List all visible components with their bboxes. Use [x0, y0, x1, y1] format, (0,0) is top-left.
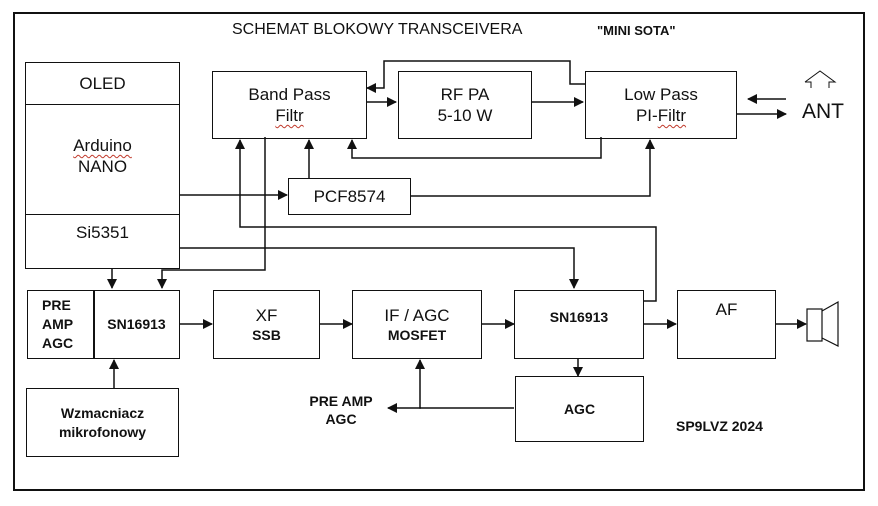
- agc-label: AGC: [42, 335, 74, 351]
- low-pass-label: Low Pass: [624, 85, 698, 104]
- block-mic-amp: Wzmacniacz mikrofonowy: [26, 388, 179, 457]
- pcf8574-label: PCF8574: [313, 187, 386, 206]
- xf-label: XF: [255, 305, 278, 325]
- wire-si5351-to-sn16913-rx: [180, 247, 579, 289]
- sn16913-rx-label: SN16913: [549, 309, 609, 325]
- pre-label: PRE: [42, 297, 71, 313]
- mosfet-label: MOSFET: [387, 326, 447, 343]
- oled-label: OLED: [79, 74, 126, 93]
- block-xf-ssb: XF SSB: [213, 290, 320, 359]
- antenna-label: ANT: [802, 100, 844, 123]
- wire-agc-to-if: [415, 359, 514, 409]
- mic-amp-line1: Wzmacniacz: [60, 404, 145, 421]
- filtr-word: Filtr: [657, 106, 687, 125]
- wire-pcf8574-to-lowpass: [410, 139, 655, 197]
- wire-bandpass-to-sn16913-tx: [157, 137, 266, 289]
- rf-pa-label: RF PA: [440, 85, 490, 104]
- block-band-pass-filter: Band Pass Filtr: [212, 71, 367, 139]
- block-af: AF: [677, 290, 776, 359]
- mic-amp-line2: mikrofonowy: [58, 423, 147, 440]
- af-label: AF: [715, 300, 738, 319]
- pi-prefix: PI-: [635, 106, 658, 125]
- diagram-title: SCHEMAT BLOKOWY TRANSCEIVERA: [232, 21, 523, 38]
- block-agc: AGC: [515, 376, 644, 442]
- project-name: "MINI SOTA": [597, 23, 676, 38]
- block-arduino-nano: Arduino NANO: [25, 104, 180, 215]
- author-signature: SP9LVZ 2024: [676, 418, 763, 434]
- block-sn16913-tx: SN16913: [93, 290, 180, 359]
- band-pass-label: Band Pass: [248, 85, 331, 104]
- amp-label: AMP: [42, 316, 74, 332]
- block-oled: OLED: [25, 62, 180, 105]
- pre-amp-agc-label: PRE AMP AGC: [309, 393, 373, 427]
- block-pre-amp-agc-tx: PRE AMP AGC: [27, 290, 95, 359]
- pi-filtr-label: PI-Filtr: [636, 105, 686, 126]
- block-pcf8574: PCF8574: [288, 178, 411, 215]
- speaker-icon: [806, 300, 839, 347]
- filtr-label: Filtr: [275, 106, 304, 125]
- rf-pa-power-label: 5-10 W: [437, 106, 493, 125]
- block-sn16913-rx: SN16913: [514, 290, 644, 359]
- diagram-frame: [13, 12, 865, 491]
- block-if-agc-mosfet: IF / AGC MOSFET: [352, 290, 482, 359]
- block-rf-pa: RF PA 5-10 W: [398, 71, 532, 139]
- si5351-label: Si5351: [76, 223, 129, 242]
- ssb-label: SSB: [252, 326, 281, 343]
- agc-block-label: AGC: [563, 400, 596, 417]
- antenna-icon: [804, 70, 837, 88]
- block-si5351: Si5351: [25, 214, 180, 269]
- if-agc-label: IF / AGC: [384, 305, 450, 325]
- block-low-pass-filter: Low Pass PI-Filtr: [585, 71, 737, 139]
- wire-rx-to-bandpass: [235, 139, 657, 302]
- wire-lowpass-to-bandpass-bottom: [347, 137, 602, 159]
- arduino-label: Arduino: [73, 136, 132, 155]
- wire-lowpass-to-bandpass-top: [366, 60, 585, 93]
- sn16913-tx-label: SN16913: [107, 316, 166, 332]
- nano-label: NANO: [77, 157, 128, 176]
